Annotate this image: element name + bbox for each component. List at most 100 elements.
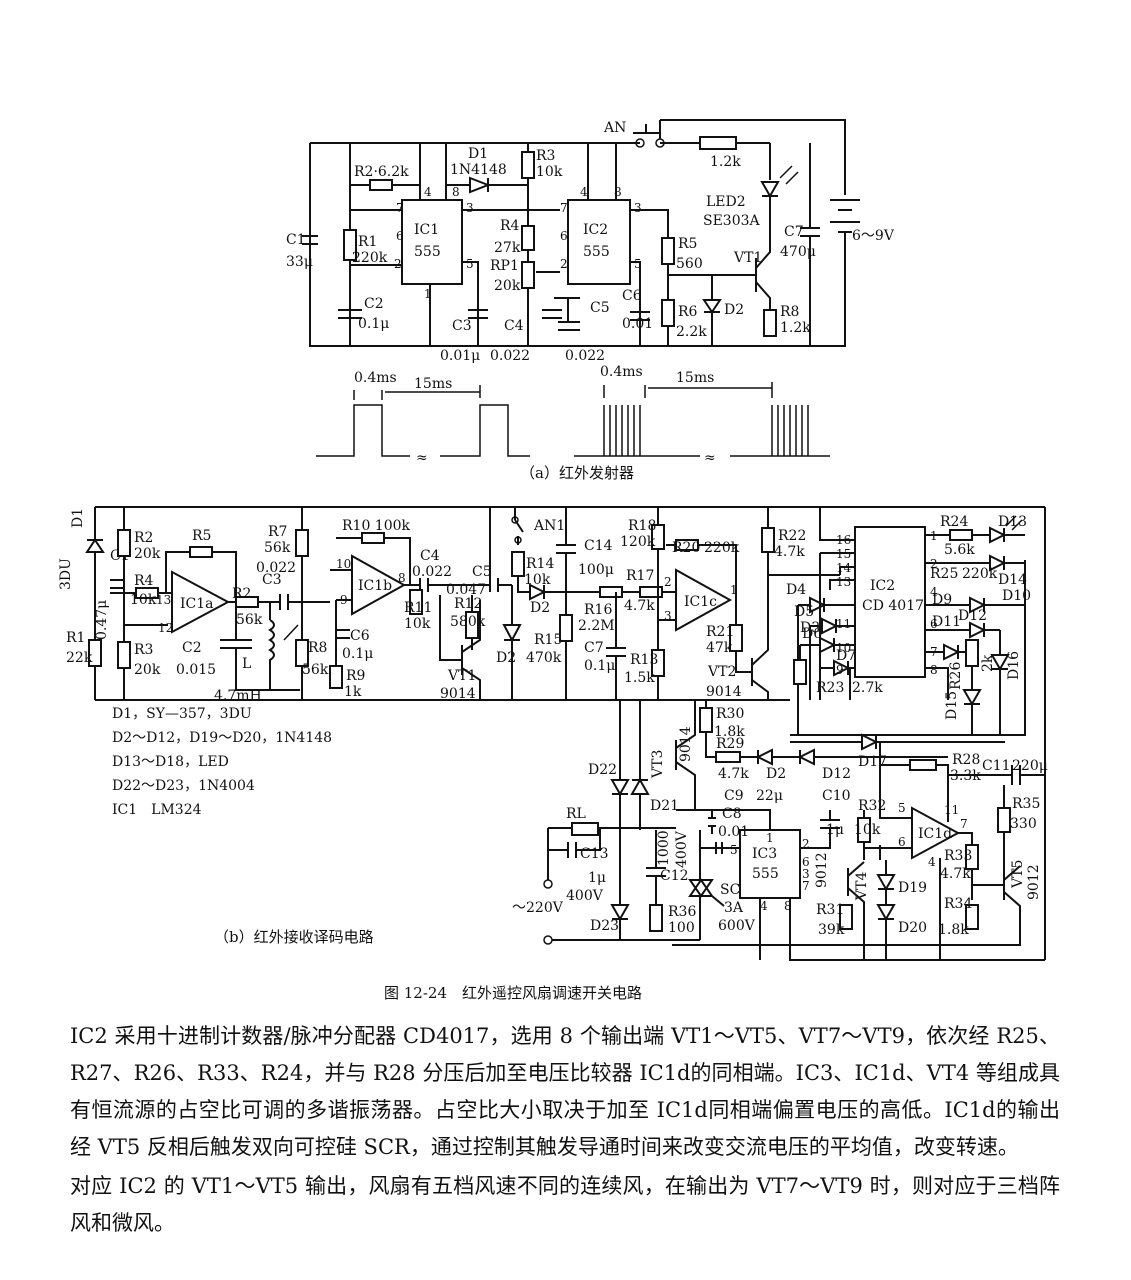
legend-line-5: IC1 LM324 — [112, 802, 202, 818]
c5-label: C5 — [472, 564, 492, 580]
r31-value: 39k — [818, 922, 845, 938]
r20-label: R20 — [672, 540, 700, 556]
c6-label: C6 — [622, 288, 642, 304]
resistor-r14 — [511, 551, 525, 577]
r6-label: R6 — [678, 304, 698, 320]
r4-value: 10k — [130, 592, 157, 608]
an1-label: AN1 — [533, 518, 565, 534]
wave-period2-label: 15ms — [676, 370, 714, 386]
d1-type: 3DU — [58, 558, 74, 590]
svg-text:11: 11 — [836, 617, 851, 631]
ic2-type: CD 4017 — [862, 598, 924, 614]
c7-value: 0.1μ — [584, 658, 615, 674]
diode-d17 — [790, 733, 1005, 751]
resistor-rl — [571, 822, 599, 836]
resistor-r22 — [761, 527, 775, 553]
vt3-type: 9014 — [678, 726, 694, 762]
svg-text:6: 6 — [898, 835, 906, 849]
receiver-circuit: D1 3DU C1 0.47μ R1 22k R2 20k R3 20k R4 … — [58, 506, 1048, 961]
svg-text:5: 5 — [466, 257, 474, 271]
waveform-single-pulse: ≈ — [316, 385, 530, 466]
r20-value: 220k — [704, 540, 740, 556]
resistor-r1 — [88, 639, 102, 667]
resistor-r24 — [949, 529, 973, 541]
svg-text:5: 5 — [730, 843, 738, 857]
svg-text:5: 5 — [634, 257, 642, 271]
vt3-transistor — [675, 700, 696, 810]
svg-text:6: 6 — [802, 855, 810, 869]
r1-label: R1 — [358, 234, 377, 250]
vt5-label: VT5 — [1010, 860, 1026, 889]
c4-label: C4 — [504, 318, 524, 334]
d5-label: D5 — [794, 604, 814, 620]
r28-value: 3.3k — [950, 768, 981, 784]
d12b-label: D12 — [958, 608, 987, 624]
r11-value: 10k — [404, 616, 431, 632]
r17-value: 4.7k — [624, 598, 655, 614]
r29-label: R29 — [716, 736, 744, 752]
r10-label: R10 100k — [342, 518, 411, 534]
r35-value: 330 — [1010, 816, 1037, 832]
d1-label: D1 — [70, 508, 86, 528]
resistor-r26 — [965, 639, 979, 667]
r23-label: R23 — [816, 680, 844, 696]
r2-value: 20k — [134, 546, 161, 562]
svg-text:8: 8 — [614, 185, 622, 199]
d19-label: D19 — [898, 880, 927, 896]
d6-label: D6 — [802, 626, 822, 642]
svg-text:≈: ≈ — [416, 450, 428, 466]
vt4-transistor — [847, 861, 865, 960]
r28-label: R28 — [952, 752, 980, 768]
scr-current: 3A — [724, 900, 744, 916]
resistor-r35 — [997, 807, 1011, 833]
resistor-r11 — [409, 589, 423, 615]
r6-value: 2.2k — [676, 324, 707, 340]
r2b-label: R2 — [232, 586, 251, 602]
svg-text:7: 7 — [560, 201, 568, 215]
c2-label: C2 — [364, 296, 384, 312]
c3-label: C3 — [452, 318, 472, 334]
r4-label: R4 — [500, 218, 520, 234]
c4-value: 0.022 — [412, 564, 452, 580]
svg-text:3: 3 — [466, 201, 474, 215]
wave-period-label: 15ms — [414, 376, 452, 392]
r3-value: 20k — [134, 662, 161, 678]
c1-value: 0.47μ — [94, 600, 110, 640]
svg-text:5: 5 — [898, 801, 906, 815]
c7-value: 470μ — [780, 244, 816, 260]
r22-label: R22 — [778, 528, 806, 544]
vt2-type: 9014 — [706, 684, 742, 700]
ic2-label: IC2 — [870, 578, 895, 594]
paragraph-2: 对应 IC2 的 VT1～VT5 输出，风扇有五档风速不同的连续风，在输出为 V… — [70, 1174, 1060, 1235]
transmitter-circuit: 6～9V AN 1.2k LED2 SE303A VT1 R8 1.2k C7 … — [286, 119, 895, 482]
r36-label: R36 — [668, 904, 696, 920]
svg-text:4: 4 — [580, 185, 588, 199]
svg-text:2: 2 — [560, 257, 568, 271]
svg-text:≈: ≈ — [704, 450, 716, 466]
ic2-555 — [567, 199, 631, 285]
ic1c-pin3: 3 — [664, 609, 672, 623]
ic1b-pin10: 10 — [336, 557, 351, 571]
ic2-cd4017 — [854, 526, 926, 678]
c11-label: C11 — [982, 758, 1011, 774]
d10-label: D10 — [1002, 588, 1031, 604]
c13-label: C13 — [580, 846, 609, 862]
caption-b: （b）红外接收译码电路 — [214, 928, 374, 946]
led2-type: SE303A — [703, 213, 761, 229]
r3-label: R3 — [536, 148, 555, 164]
circuit-schematic: 6～9V AN 1.2k LED2 SE303A VT1 R8 1.2k C7 … — [58, 119, 1048, 1002]
resistor-r29 — [715, 751, 741, 763]
r16-value: 2.2M — [578, 618, 615, 634]
r33-label: R33 — [944, 848, 972, 864]
c6-value: 0.01 — [622, 316, 653, 332]
resistor-r33 — [965, 844, 979, 870]
ic3-label: IC3 — [752, 846, 777, 862]
resistor-r2 — [117, 529, 131, 557]
svg-text:13: 13 — [836, 575, 851, 589]
vt1-label: VT1 — [733, 250, 762, 266]
c8-value: 0.01 — [718, 824, 749, 840]
r3-label: R3 — [134, 642, 153, 658]
c2-value: 0.015 — [176, 662, 216, 678]
an1-switch — [514, 507, 524, 545]
inductor-l — [268, 619, 275, 690]
